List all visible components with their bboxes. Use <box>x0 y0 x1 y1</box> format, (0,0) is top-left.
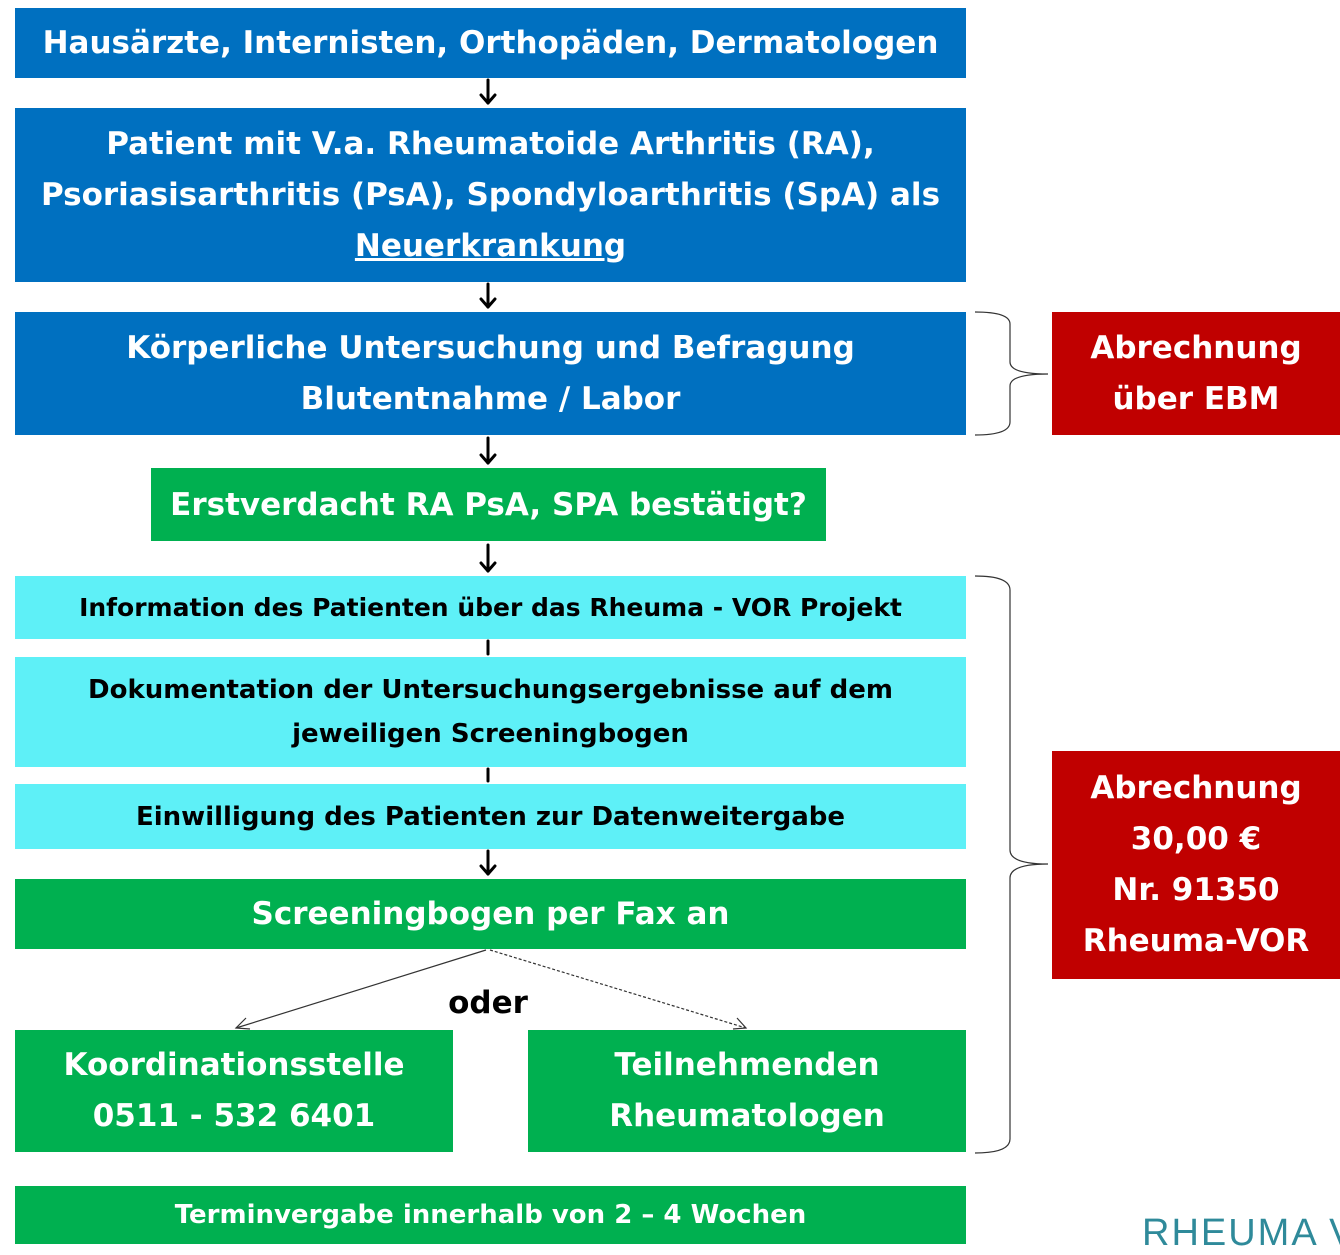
participating-rheumatologists-line-1: Teilnehmenden <box>614 1047 880 1083</box>
appointment-box: Terminvergabe innerhalb von 2 – 4 Wochen <box>15 1186 966 1244</box>
documentation-box: Dokumentation der Untersuchungsergebniss… <box>15 657 966 767</box>
examination-line-2: Blutentnahme / Labor <box>300 380 681 417</box>
billing-ebm-line-1: Abrechnung <box>1090 329 1302 366</box>
documentation-line-1: Dokumentation der Untersuchungsergebniss… <box>88 675 893 705</box>
oder-label: oder <box>448 985 528 1021</box>
arrow-4 <box>479 543 497 573</box>
referrer-box: Hausärzte, Internisten, Orthopäden, Derm… <box>15 8 966 78</box>
confirmation-question-text: Erstverdacht RA PsA, SPA bestätigt? <box>170 486 807 523</box>
suspected-diagnosis-line-1: Patient mit V.a. Rheumatoide Arthritis (… <box>106 125 875 162</box>
billing-ebm-line-2: über EBM <box>1112 380 1280 417</box>
arrow-3 <box>479 436 497 465</box>
participating-rheumatologists-line-2: Rheumatologen <box>609 1098 885 1134</box>
consent-text: Einwilligung des Patienten zur Datenweit… <box>136 801 845 832</box>
arrow-7 <box>479 849 497 876</box>
billing-vor-amount: 30,00 € <box>1130 821 1262 857</box>
fax-box: Screeningbogen per Fax an <box>15 879 966 949</box>
brace-ebm <box>974 311 1049 436</box>
coordination-office-line-1: Koordinationsstelle <box>63 1047 405 1083</box>
suspected-diagnosis-box: Patient mit V.a. Rheumatoide Arthritis (… <box>15 108 966 282</box>
participating-rheumatologists-box: Teilnehmenden Rheumatologen <box>528 1030 966 1152</box>
documentation-line-2: jeweiligen Screeningbogen <box>292 719 689 749</box>
billing-vor-box: Abrechnung 30,00 € Nr. 91350 Rheuma-VOR <box>1052 751 1340 979</box>
examination-box: Körperliche Untersuchung und Befragung B… <box>15 312 966 435</box>
billing-vor-number: Nr. 91350 <box>1112 872 1280 908</box>
split-arrow-left <box>234 949 487 1030</box>
examination-line-1: Körperliche Untersuchung und Befragung <box>126 329 855 366</box>
suspected-diagnosis-line-3: Neuerkrankung <box>354 227 627 264</box>
billing-ebm-box: Abrechnung über EBM <box>1052 312 1340 435</box>
consent-box: Einwilligung des Patienten zur Datenweit… <box>15 784 966 849</box>
split-arrow-right <box>489 949 748 1030</box>
billing-vor-line-4: Rheuma-VOR <box>1082 923 1310 959</box>
patient-information-box: Information des Patienten über das Rheum… <box>15 576 966 639</box>
rheuma-vor-logo: RHEUMA V <box>1142 1212 1340 1254</box>
coordination-office-box: Koordinationsstelle 0511 - 532 6401 <box>15 1030 453 1152</box>
patient-information-text: Information des Patienten über das Rheum… <box>79 593 902 622</box>
appointment-text: Terminvergabe innerhalb von 2 – 4 Wochen <box>174 1200 807 1230</box>
brace-vor <box>974 575 1049 1154</box>
suspected-diagnosis-line-2: Psoriasisarthritis (PsA), Spondyloarthri… <box>40 176 941 213</box>
arrow-2 <box>479 282 497 309</box>
fax-text: Screeningbogen per Fax an <box>251 896 730 932</box>
referrer-text: Hausärzte, Internisten, Orthopäden, Derm… <box>42 25 939 61</box>
coordination-office-phone: 0511 - 532 6401 <box>92 1098 376 1134</box>
arrow-1 <box>479 78 497 105</box>
billing-vor-line-1: Abrechnung <box>1090 770 1302 806</box>
confirmation-question-box: Erstverdacht RA PsA, SPA bestätigt? <box>151 468 826 541</box>
